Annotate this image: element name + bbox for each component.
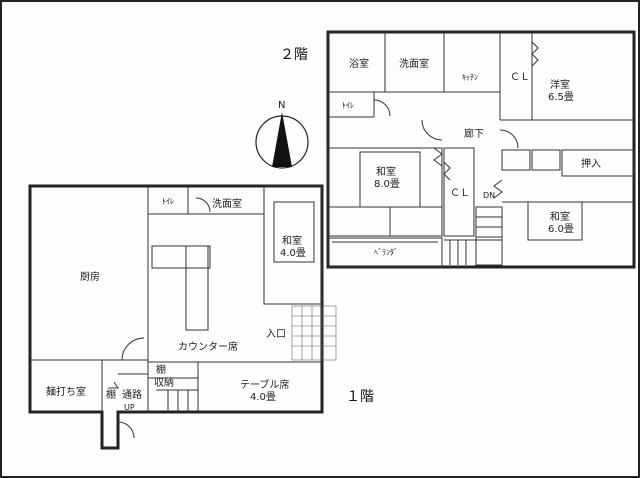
label-2f-washitsu-8-name: 和室 <box>376 165 396 178</box>
label-1f-counter: カウンター席 <box>178 340 238 353</box>
label-2f-western-name: 洋室 <box>550 78 570 91</box>
second-floor-label: ２階 <box>280 47 308 63</box>
veranda-area <box>327 237 443 268</box>
hall-door-swing-2 <box>499 129 519 149</box>
washitsu-4-tatami <box>273 201 315 263</box>
label-1f-storage: 収納 <box>154 376 174 389</box>
label-1f-up: UP <box>124 403 135 412</box>
closet-doors-1 <box>531 41 539 67</box>
oshiire-left-2 <box>531 149 561 171</box>
label-2f-hallway: 廊下 <box>464 127 484 140</box>
label-2f-washitsu-8-size: 8.0畳 <box>374 178 400 190</box>
stairs-2f <box>444 206 503 266</box>
label-1f-passage: 通路 <box>122 388 142 401</box>
hall-door-swing-1 <box>421 119 443 141</box>
first-floor-plan: 厨房 ﾄｲﾚ 洗面室 和室 4.0畳 入口 カウンター席 麺打ち室 棚 収納 棚… <box>28 184 337 450</box>
label-1f-shelf-1: 棚 <box>156 363 166 376</box>
washitsu-8-sliding-door <box>433 147 443 167</box>
counter-side <box>185 245 209 331</box>
compass-north-label: N <box>278 100 285 111</box>
label-1f-toilet: ﾄｲﾚ <box>162 197 174 206</box>
first-floor-label: １階 <box>346 389 374 405</box>
label-1f-washitsu-size: 4.0畳 <box>280 247 306 259</box>
toilet-door-swing <box>373 99 391 117</box>
oshiire-left-1 <box>501 149 531 171</box>
label-1f-entrance: 入口 <box>266 329 286 340</box>
closet-2 <box>443 147 475 237</box>
oshiire-box <box>561 149 635 177</box>
compass-arrow-icon <box>272 112 292 167</box>
washitsu-8-room <box>327 147 443 237</box>
washitsu-6-tatami-center <box>527 201 583 241</box>
first-floor-outer-wall <box>28 184 324 450</box>
washitsu-6-sliding-door <box>493 179 503 199</box>
stairs-1f <box>108 381 198 412</box>
washitsu-4-room <box>263 185 323 305</box>
label-1f-washitsu-name: 和室 <box>282 234 302 247</box>
label-2f-closet-2: ＣＬ <box>450 188 470 199</box>
label-1f-table-name: テーブル席 <box>240 378 289 391</box>
label-2f-washitsu-6-size: 6.0畳 <box>548 223 574 235</box>
closet-doors-2 <box>443 161 451 181</box>
label-2f-oshiire: 押入 <box>581 157 601 170</box>
north-compass: N <box>255 100 309 169</box>
kitchen-door-swing <box>121 337 145 361</box>
label-2f-washroom: 洗面室 <box>399 57 429 70</box>
entry-door-swing <box>117 421 135 439</box>
label-2f-closet-1: ＣＬ <box>510 72 530 83</box>
label-1f-shelf-2: 棚 <box>106 388 116 401</box>
label-2f-washitsu-6-name: 和室 <box>550 210 570 223</box>
label-2f-toilet: ﾄｲﾚ <box>342 101 354 110</box>
label-1f-noodle-room: 麺打ち室 <box>46 385 86 398</box>
label-1f-washroom: 洗面室 <box>212 197 242 210</box>
label-2f-dn: DN <box>483 191 495 200</box>
label-2f-bath: 浴室 <box>349 57 369 70</box>
label-2f-veranda: ﾍﾞﾗﾝﾀﾞ <box>374 248 398 257</box>
second-floor-plan: 浴室 洗面室 ｷｯﾁﾝ ＣＬ 洋室 6.5畳 ﾄｲﾚ 廊下 和室 8.0畳 ＣＬ… <box>326 30 636 269</box>
entrance-tile-area <box>291 305 337 361</box>
label-1f-table-size: 4.0畳 <box>250 391 276 403</box>
label-1f-kitchen: 厨房 <box>80 270 100 283</box>
label-2f-western-size: 6.5畳 <box>548 91 574 103</box>
counter-top <box>151 245 211 269</box>
label-2f-kitchen: ｷｯﾁﾝ <box>462 73 478 82</box>
washroom-door-swing <box>195 197 211 213</box>
